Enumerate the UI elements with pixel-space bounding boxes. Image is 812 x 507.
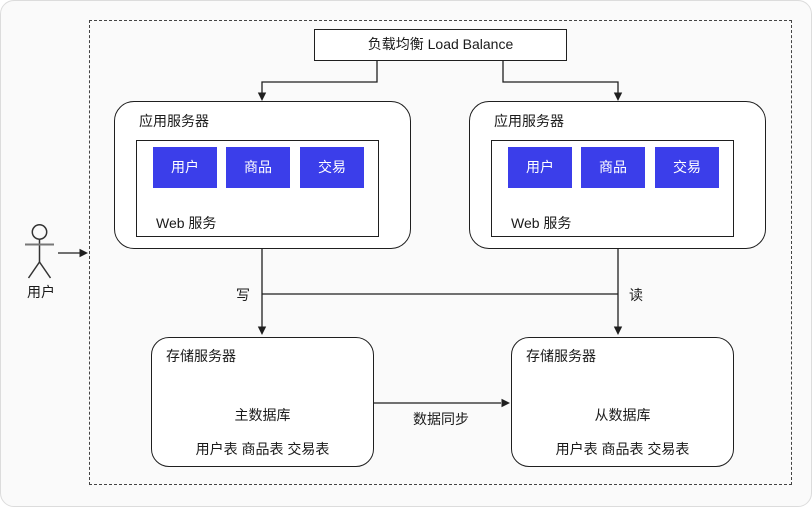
module-product[interactable]: 商品 — [226, 147, 290, 188]
app-server-title: 应用服务器 — [494, 113, 564, 129]
write-edge-label: 写 — [236, 287, 250, 303]
storage-server-title: 存储服务器 — [166, 348, 236, 364]
actor-label: 用户 — [27, 284, 55, 300]
sync-edge-label: 数据同步 — [413, 411, 469, 427]
storage-server-title: 存储服务器 — [526, 348, 596, 364]
web-service-label: Web 服务 — [511, 215, 572, 231]
slave-db-label: 从数据库 — [594, 407, 651, 423]
app-server-node-left[interactable]: 应用服务器 用户 商品 交易 Web 服务 — [114, 101, 411, 249]
system-boundary-frame — [89, 20, 792, 485]
app-server-node-right[interactable]: 应用服务器 用户 商品 交易 Web 服务 — [469, 101, 766, 249]
app-server-title: 应用服务器 — [139, 113, 209, 129]
actor-figure[interactable] — [25, 224, 54, 279]
load-balancer-node[interactable]: 负载均衡 Load Balance — [314, 29, 567, 61]
web-service-box[interactable]: 用户 商品 交易 Web 服务 — [136, 140, 379, 237]
module-user[interactable]: 用户 — [508, 147, 572, 188]
tables-label: 用户表 商品表 交易表 — [555, 441, 690, 457]
module-trade[interactable]: 交易 — [655, 147, 719, 188]
module-trade[interactable]: 交易 — [300, 147, 364, 188]
actor-legs — [27, 261, 52, 279]
module-product[interactable]: 商品 — [581, 147, 645, 188]
actor-head — [31, 224, 48, 240]
read-edge-label: 读 — [629, 287, 643, 303]
storage-server-node-slave[interactable]: 存储服务器 从数据库 用户表 商品表 交易表 — [511, 337, 734, 467]
web-service-label: Web 服务 — [156, 215, 217, 231]
tables-label: 用户表 商品表 交易表 — [195, 441, 330, 457]
module-user[interactable]: 用户 — [153, 147, 217, 188]
web-service-box[interactable]: 用户 商品 交易 Web 服务 — [491, 140, 734, 237]
master-db-label: 主数据库 — [234, 407, 291, 423]
storage-server-node-master[interactable]: 存储服务器 主数据库 用户表 商品表 交易表 — [151, 337, 374, 467]
arrowhead-actor — [79, 248, 88, 258]
